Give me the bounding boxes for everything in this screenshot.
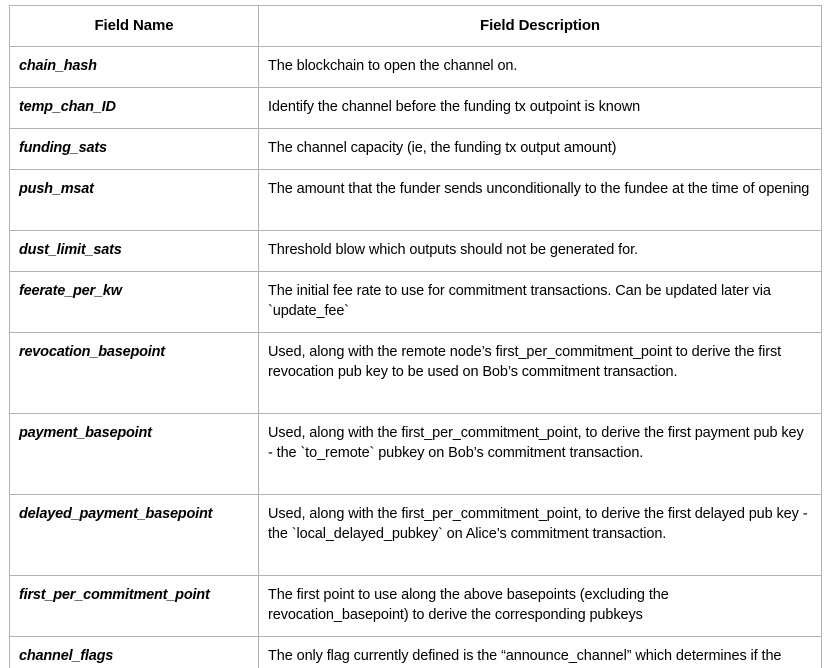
field-description-cell: The only flag currently defined is the “…: [258, 636, 822, 668]
field-description-cell: Used, along with the first_per_commitmen…: [258, 494, 822, 576]
field-name-cell: temp_chan_ID: [9, 87, 259, 129]
field-name-cell: payment_basepoint: [9, 413, 259, 495]
field-description-cell: Threshold blow which outputs should not …: [258, 230, 822, 272]
field-description-cell: The blockchain to open the channel on.: [258, 46, 822, 88]
field-name-cell: funding_sats: [9, 128, 259, 170]
field-name-cell: feerate_per_kw: [9, 271, 259, 333]
table-header-row: Field Name Field Description: [9, 5, 822, 47]
field-name-cell: channel_flags: [9, 636, 259, 668]
field-description-cell: The initial fee rate to use for commitme…: [258, 271, 822, 333]
field-description-cell: Identify the channel before the funding …: [258, 87, 822, 129]
field-name-cell: chain_hash: [9, 46, 259, 88]
field-description-cell: The amount that the funder sends uncondi…: [258, 169, 822, 231]
field-description-cell: The channel capacity (ie, the funding tx…: [258, 128, 822, 170]
field-name-cell: dust_limit_sats: [9, 230, 259, 272]
field-description-cell: The first point to use along the above b…: [258, 575, 822, 637]
field-name-cell: first_per_commitment_point: [9, 575, 259, 637]
field-name-cell: delayed_payment_basepoint: [9, 494, 259, 576]
table-header: Field Name Field Description: [9, 5, 822, 47]
column-header-field-description: Field Description: [258, 5, 822, 47]
field-description-cell: Used, along with the remote node’s first…: [258, 332, 822, 414]
field-name-cell: revocation_basepoint: [9, 332, 259, 414]
column-header-field-name: Field Name: [9, 5, 259, 47]
field-description-cell: Used, along with the first_per_commitmen…: [258, 413, 822, 495]
field-name-cell: push_msat: [9, 169, 259, 231]
